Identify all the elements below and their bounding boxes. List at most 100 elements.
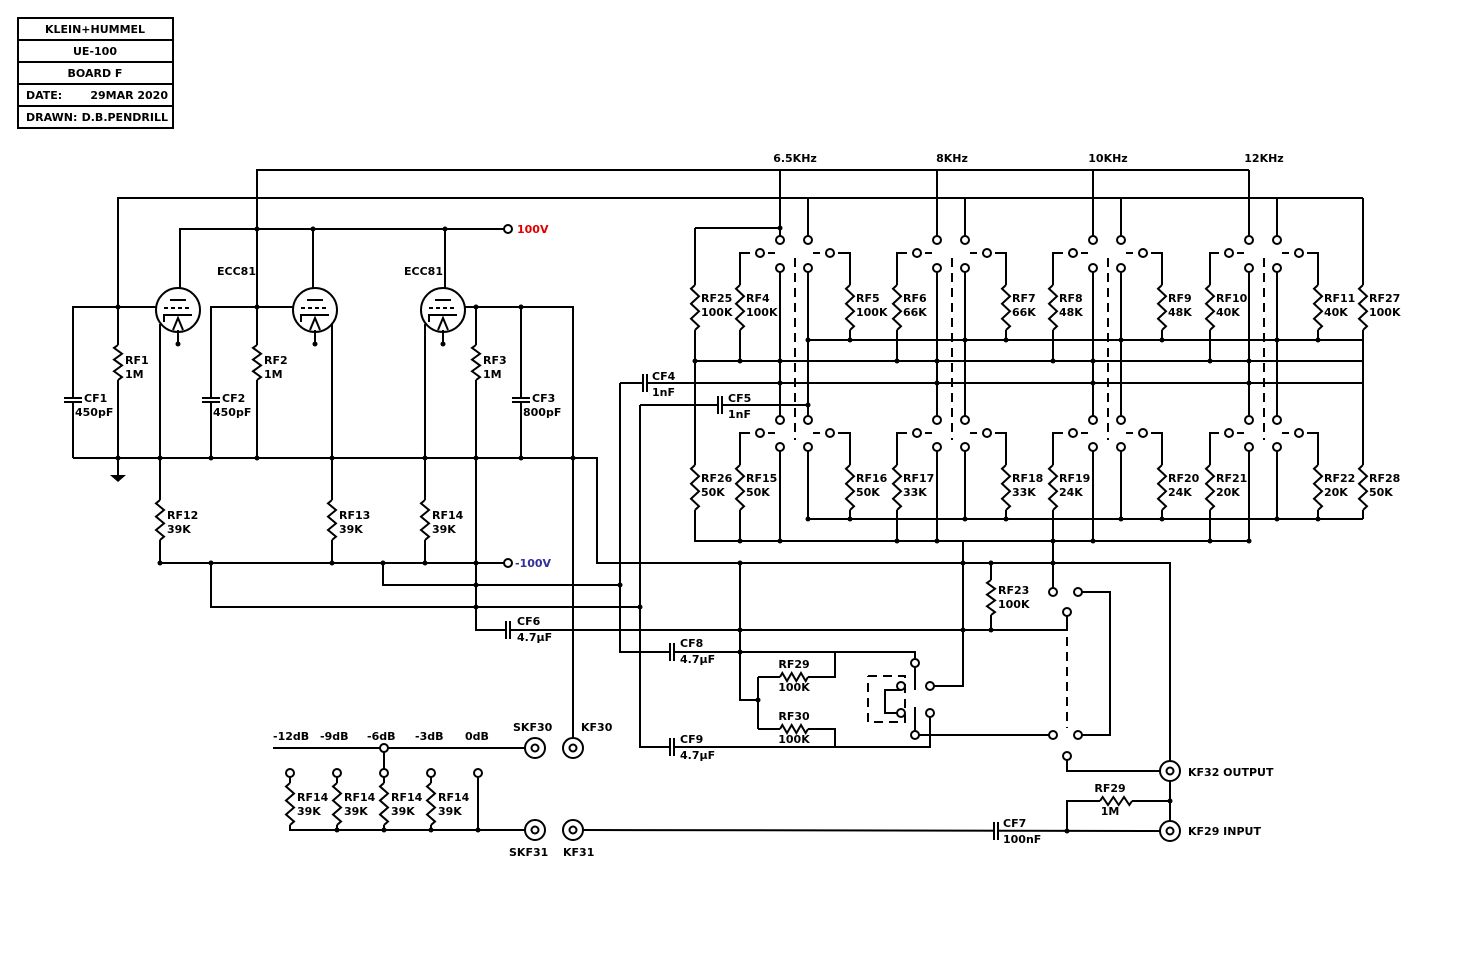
resistor: [1312, 284, 1324, 331]
terminal: [1116, 235, 1126, 245]
resistor: [425, 782, 437, 826]
terminal: [1272, 263, 1282, 273]
attenuator-level-label: -6dB: [367, 730, 395, 743]
terminal: [1224, 428, 1234, 438]
resistor-body: [891, 464, 903, 511]
component-value: 39K: [391, 805, 415, 818]
wire: [694, 228, 1249, 542]
terminal: [960, 235, 970, 245]
supply-terminal: [503, 558, 513, 568]
wire: [1066, 760, 1160, 772]
component-ref: CF7: [1003, 817, 1026, 830]
terminal: [1294, 248, 1304, 258]
component-value: 48K: [1059, 306, 1083, 319]
junction-dot: [777, 380, 783, 386]
component-value: 33K: [1012, 486, 1036, 499]
wire: [475, 458, 1067, 631]
component-ref: RF26: [701, 472, 733, 485]
junction-dot: [310, 226, 316, 232]
component-value: 4.7µF: [680, 749, 715, 762]
junction-dot: [518, 455, 524, 461]
junction-dot: [847, 516, 853, 522]
attenuator-level-label: -12dB: [273, 730, 309, 743]
resistor-body: [1047, 284, 1059, 331]
junction-dot: [329, 455, 335, 461]
tube-cathode: [428, 314, 457, 322]
terminal: [755, 248, 765, 258]
junction-dot: [934, 358, 940, 364]
switch-contact: [910, 730, 920, 740]
connector-pin: [1165, 766, 1175, 776]
component-ref: RF29: [1094, 782, 1125, 795]
resistor-body: [284, 782, 296, 826]
resistor: [470, 344, 482, 381]
component-ref: RF14: [344, 791, 376, 804]
terminal: [1294, 428, 1304, 438]
junction-dot: [1090, 538, 1096, 544]
component-value: 66K: [1012, 306, 1036, 319]
title-drawn-by: D.B.PENDRILL: [82, 111, 168, 124]
component-ref: RF3: [483, 354, 507, 367]
terminal: [1068, 248, 1078, 258]
component-value: 50K: [746, 486, 770, 499]
terminal: [1244, 442, 1254, 452]
junction-dot: [422, 560, 428, 566]
tube-cathode: [300, 314, 329, 322]
resistor-body: [689, 464, 701, 511]
junction-dot: [473, 582, 479, 588]
terminal: [803, 415, 813, 425]
resistor: [1357, 464, 1369, 511]
connector-pin: [530, 743, 540, 753]
frequency-label-2: 10KHz: [1088, 152, 1127, 165]
component-value: 1nF: [652, 386, 675, 399]
component-value: 39K: [297, 805, 321, 818]
resistor-body: [779, 723, 809, 735]
resistor-body: [331, 782, 343, 826]
terminal: [1224, 248, 1234, 258]
component-ref: RF10: [1216, 292, 1248, 305]
resistor: [154, 499, 166, 541]
wire: [72, 306, 160, 458]
frequency-label-1: 8KHz: [936, 152, 968, 165]
component-value: 100K: [778, 733, 810, 746]
junction-dot: [1159, 516, 1165, 522]
terminal: [1138, 428, 1148, 438]
connector-pin: [530, 825, 540, 835]
junction-dot: [988, 627, 994, 633]
tube-label: ECC81: [404, 265, 443, 278]
junction-dot: [934, 380, 940, 386]
resistor: [1204, 284, 1216, 331]
junction-dot: [254, 226, 260, 232]
junction-dot: [1003, 337, 1009, 343]
junction-dot: [175, 341, 181, 347]
junction-dot: [157, 455, 163, 461]
resistor-body: [326, 499, 338, 541]
resistor: [1312, 464, 1324, 511]
junction-dot: [737, 560, 743, 566]
terminal: [1138, 248, 1148, 258]
resistor: [689, 464, 701, 511]
component-value: 100K: [778, 681, 810, 694]
terminal: [932, 235, 942, 245]
resistor: [734, 284, 746, 331]
switch-contact: [925, 681, 935, 691]
junction-dot: [422, 455, 428, 461]
capacitor: [642, 374, 648, 392]
switch-contact: [896, 681, 906, 691]
resistor: [378, 782, 390, 826]
resistor-body: [779, 671, 809, 683]
junction-dot: [518, 304, 524, 310]
switch-contact: [896, 708, 906, 718]
capacitor: [512, 397, 530, 403]
component-value: 1M: [483, 368, 502, 381]
junction-dot: [473, 455, 479, 461]
junction-dot: [692, 358, 698, 364]
junction-dot: [428, 827, 434, 833]
resistor: [1047, 464, 1059, 511]
component-ref: RF25: [701, 292, 732, 305]
component-value: 50K: [701, 486, 725, 499]
capacitor: [64, 397, 82, 403]
connector-label: KF30: [581, 721, 613, 734]
